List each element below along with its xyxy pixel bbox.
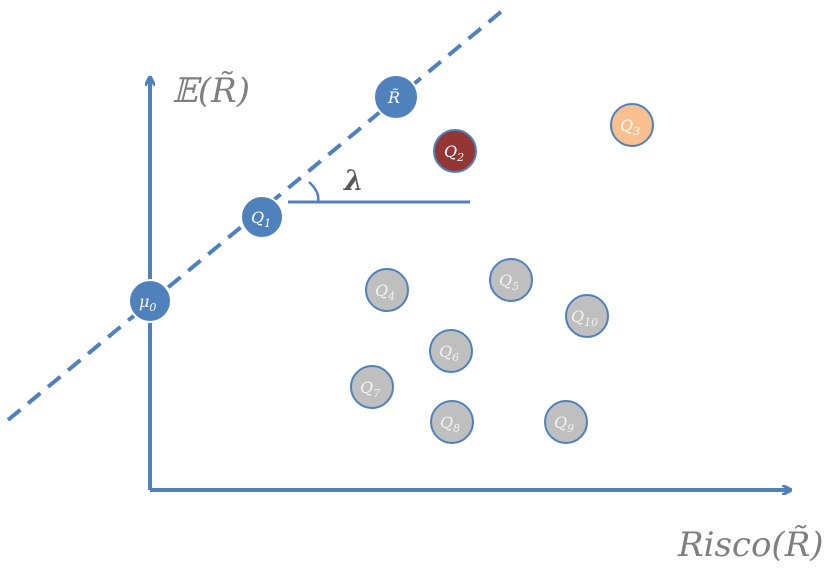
- node-mu0-sub: 0: [149, 301, 156, 314]
- lambda-angle-arc: [308, 181, 320, 203]
- node-q6-sub: 6: [452, 351, 459, 364]
- node-q4: Q4: [365, 268, 409, 312]
- node-q2-label: Q: [444, 142, 457, 161]
- svg-text:Q1: Q1: [251, 208, 271, 230]
- node-r-label: R̃: [387, 88, 400, 107]
- node-q1-label: Q: [251, 208, 264, 227]
- node-q2: Q2: [433, 129, 477, 173]
- node-q10: Q10: [565, 294, 609, 338]
- node-q9-sub: 9: [567, 422, 574, 435]
- node-q9-label: Q: [554, 413, 567, 432]
- svg-text:μ0: μ0: [139, 292, 156, 314]
- node-r-tilde: R̃: [373, 74, 419, 120]
- node-q4-sub: 4: [387, 290, 395, 303]
- lambda-label: λ: [343, 164, 364, 197]
- y-axis-label: 𝔼(R̃): [172, 71, 250, 111]
- svg-text:Q9: Q9: [554, 413, 574, 435]
- node-q8: Q8: [430, 400, 474, 444]
- node-q2-sub: 2: [456, 151, 464, 164]
- node-q8-label: Q: [440, 413, 453, 432]
- svg-text:Q4: Q4: [375, 281, 395, 303]
- svg-text:Q2: Q2: [444, 142, 464, 164]
- node-q9: Q9: [544, 400, 588, 444]
- node-q7: Q7: [350, 365, 394, 409]
- node-q5-sub: 5: [512, 280, 519, 293]
- svg-text:Q3: Q3: [620, 116, 640, 138]
- node-q6-label: Q: [439, 342, 452, 361]
- x-axis-label: Risco(R̃): [677, 525, 824, 565]
- node-q5-label: Q: [499, 271, 512, 290]
- node-mu0: μ0: [128, 279, 172, 323]
- node-q6: Q6: [429, 329, 473, 373]
- node-q10-label: Q: [571, 307, 584, 326]
- node-q3-label: Q: [620, 116, 633, 135]
- svg-text:Q10: Q10: [571, 307, 598, 329]
- svg-text:Q6: Q6: [439, 342, 459, 364]
- node-mu0-label: μ: [139, 292, 149, 311]
- node-q1: Q1: [240, 195, 284, 239]
- node-q3: Q3: [610, 103, 654, 147]
- node-q7-sub: 7: [373, 387, 380, 400]
- svg-text:Q5: Q5: [499, 271, 519, 293]
- node-q3-sub: 3: [633, 125, 640, 138]
- node-q10-sub: 10: [584, 316, 598, 329]
- svg-text:Q7: Q7: [360, 378, 380, 400]
- svg-text:Q8: Q8: [440, 413, 460, 435]
- node-q4-label: Q: [375, 281, 388, 300]
- node-q7-label: Q: [360, 378, 373, 397]
- node-q8-sub: 8: [453, 422, 460, 435]
- node-q5: Q5: [489, 258, 533, 302]
- node-q1-sub: 1: [264, 217, 271, 230]
